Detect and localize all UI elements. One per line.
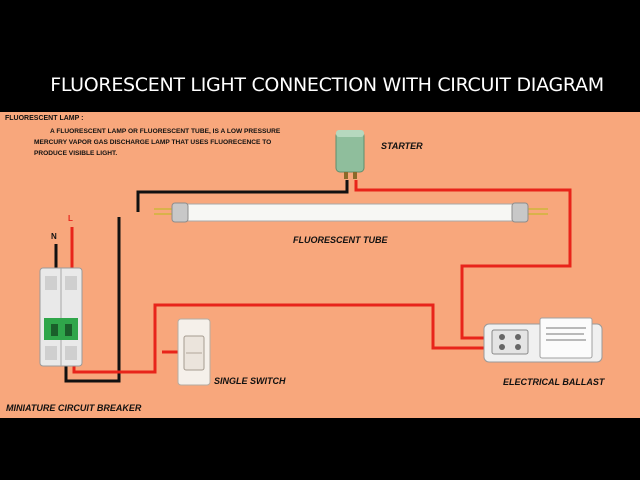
live-terminal-label: L bbox=[68, 214, 73, 223]
description-line: A FLUORESCENT LAMP OR FLUORESCENT TUBE, … bbox=[50, 128, 281, 135]
description-text: A FLUORESCENT LAMP OR FLUORESCENT TUBE, … bbox=[34, 126, 296, 159]
ballast-label: ELECTRICAL BALLAST bbox=[503, 377, 605, 387]
neutral-terminal-label: N bbox=[51, 232, 57, 241]
description-heading: FLUORESCENT LAMP : bbox=[5, 115, 84, 122]
starter-label: STARTER bbox=[381, 141, 423, 151]
description-line: MERCURY VAPOR GAS DISCHARGE LAMP THAT US… bbox=[34, 139, 272, 146]
circuit-breaker-component bbox=[39, 267, 83, 367]
breaker-label: MINIATURE CIRCUIT BREAKER bbox=[6, 403, 142, 413]
starter-component bbox=[335, 130, 365, 179]
single-switch-component bbox=[177, 318, 211, 386]
description-line: PRODUCE VISIBLE LIGHT. bbox=[34, 150, 118, 157]
tube-label: FLUORESCENT TUBE bbox=[293, 235, 388, 245]
ballast-component bbox=[483, 317, 603, 363]
page-title: FLUORESCENT LIGHT CONNECTION WITH CIRCUI… bbox=[50, 74, 604, 96]
switch-label: SINGLE SWITCH bbox=[214, 376, 286, 386]
fluorescent-tube bbox=[154, 202, 548, 223]
